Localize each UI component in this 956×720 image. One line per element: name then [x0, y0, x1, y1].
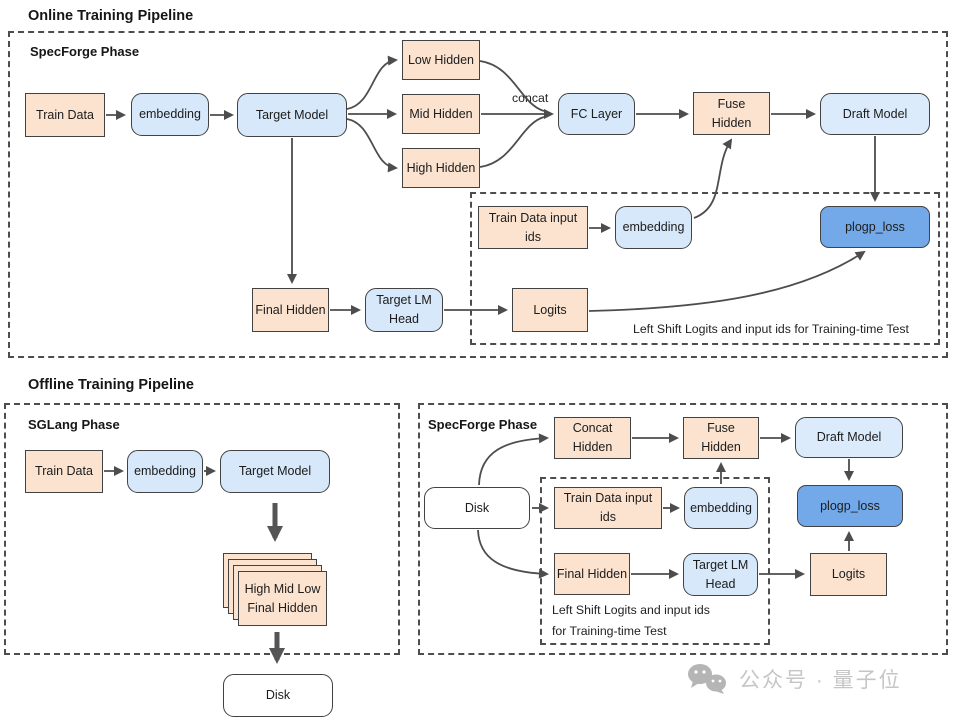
node-disk-offline: Disk	[223, 674, 333, 717]
watermark: 公众号 · 量子位	[687, 663, 902, 695]
node-fuse-hidden-offline: Fuse Hidden	[683, 417, 759, 459]
concat-label: concat	[512, 91, 549, 105]
node-logits: Logits	[512, 288, 588, 332]
offline-specforge-label: SpecForge Phase	[428, 417, 538, 432]
node-fuse-hidden: Fuse Hidden	[693, 92, 770, 135]
offline-left-shift-note-line2: for Training-time Test	[552, 624, 667, 638]
online-pipeline-title: Online Training Pipeline	[28, 8, 194, 24]
offline-specforge-phase-box	[418, 403, 948, 655]
node-draft-model-offline: Draft Model	[795, 417, 903, 458]
node-final-hidden-offline: Final Hidden	[554, 553, 630, 595]
node-target-model: Target Model	[237, 93, 347, 137]
node-train-data: Train Data	[25, 93, 105, 137]
node-draft-model: Draft Model	[820, 93, 930, 135]
node-low-hidden: Low Hidden	[402, 40, 480, 80]
node-plogp-loss-offline: plogp_loss	[797, 485, 903, 527]
node-fc-layer: FC Layer	[558, 93, 635, 135]
node-hidden-stack-front: High Mid Low Final Hidden	[238, 571, 327, 626]
offline-sglang-phase-box	[4, 403, 400, 655]
node-embedding-offline: embedding	[127, 450, 203, 493]
node-target-model-offline: Target Model	[220, 450, 330, 493]
node-disk-specforge: Disk	[424, 487, 530, 529]
offline-pipeline-title: Offline Training Pipeline	[28, 377, 194, 393]
watermark-text: 公众号 · 量子位	[739, 669, 902, 692]
offline-left-shift-note-line1: Left Shift Logits and input ids	[552, 603, 710, 617]
node-embedding-offline-2: embedding	[684, 487, 758, 529]
node-train-data-offline: Train Data	[25, 450, 103, 493]
online-phase-label: SpecForge Phase	[30, 44, 140, 59]
node-train-data-input-ids: Train Data input ids	[478, 206, 588, 249]
node-high-hidden: High Hidden	[402, 148, 480, 188]
node-concat-hidden: Concat Hidden	[554, 417, 631, 459]
node-plogp-loss: plogp_loss	[820, 206, 930, 248]
node-train-data-input-ids-offline: Train Data input ids	[554, 487, 662, 529]
sglang-phase-label: SGLang Phase	[28, 417, 120, 432]
node-mid-hidden: Mid Hidden	[402, 94, 480, 134]
node-embedding: embedding	[131, 93, 209, 136]
node-target-lm-head: Target LM Head	[365, 288, 443, 332]
wechat-icon	[688, 664, 726, 694]
node-target-lm-head-offline: Target LM Head	[683, 553, 758, 596]
node-final-hidden: Final Hidden	[252, 288, 329, 332]
online-left-shift-note: Left Shift Logits and input ids for Trai…	[633, 322, 909, 336]
online-specforge-phase-box	[8, 31, 948, 358]
node-logits-offline: Logits	[810, 553, 887, 596]
node-embedding-2: embedding	[615, 206, 692, 249]
